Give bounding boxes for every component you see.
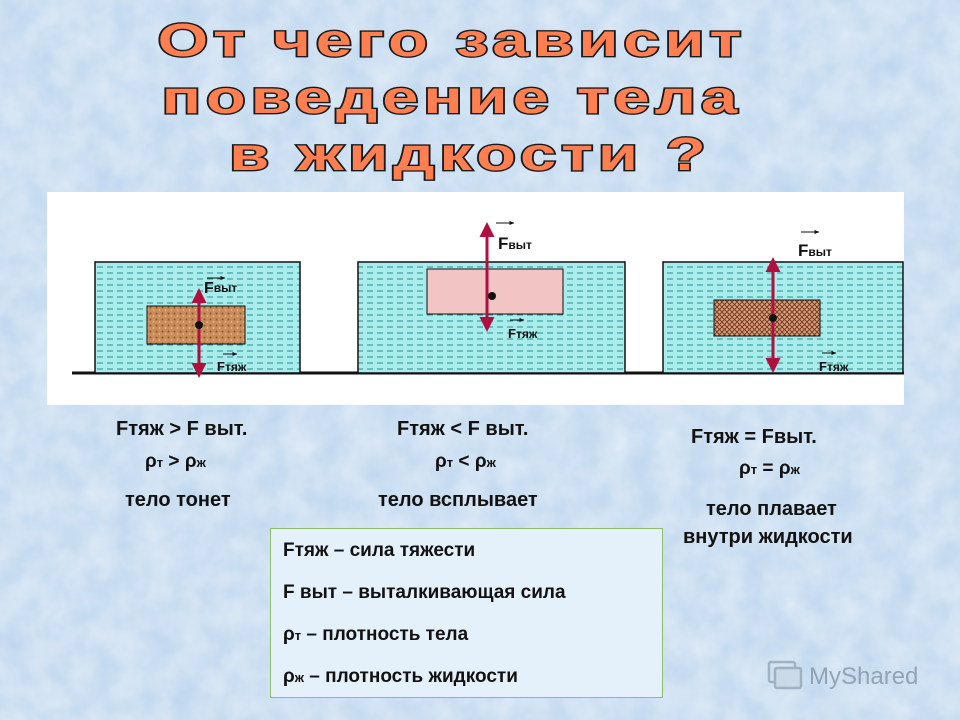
case-3-force-relation: Fтяж = Fвыт. — [691, 426, 817, 448]
label-f-vyt-3: Fвыт — [798, 241, 832, 260]
page-title: От чего зависит поведение тела в жидкост… — [156, 13, 747, 182]
title-line-1: От чего зависит — [158, 15, 747, 67]
legend-line-4: ρж – плотность жидкости — [283, 666, 518, 687]
case-2-result: тело всплывает — [378, 489, 538, 511]
center-dot-2 — [488, 292, 496, 300]
vessel-sink — [94, 261, 301, 378]
label-f-tyazh-1: Fтяж — [217, 359, 247, 374]
label-f-vyt-2: Fвыт — [498, 234, 532, 253]
watermark: MyShared — [767, 660, 918, 690]
label-f-tyazh-2: Fтяж — [508, 326, 538, 341]
case-3-result-line-1: тело плавает — [706, 498, 837, 520]
vessel-float-up — [357, 222, 626, 374]
body-float-mid — [713, 299, 821, 337]
case-2-force-relation: Fтяж < F выт. — [397, 418, 529, 440]
title-line-3: в жидкости ? — [229, 129, 710, 181]
center-dot-1 — [195, 321, 203, 329]
watermark-text: MyShared — [809, 663, 918, 690]
case-1-density-relation: ρт > ρж — [145, 451, 206, 472]
legend-line-2: F выт – выталкивающая сила — [283, 582, 566, 603]
vessels-diagram: Fвыт Fтяж Fвыт Fтяж Fвыт Fтяж — [72, 221, 904, 378]
watermark-logo-icon — [767, 660, 803, 690]
legend-line-1: Fтяж – сила тяжести — [283, 540, 476, 561]
title-line-2: поведение тела — [162, 72, 742, 124]
case-1-force-relation: Fтяж > F выт. — [116, 418, 248, 440]
body-float-up — [426, 268, 564, 315]
center-dot-3 — [769, 314, 777, 322]
legend-line-3: ρт – плотность тела — [283, 624, 469, 645]
legend-box: Fтяж – сила тяжести F выт – выталкивающа… — [270, 528, 663, 698]
case-2-density-relation: ρт < ρж — [435, 451, 496, 472]
diagram-panel: Fвыт Fтяж Fвыт Fтяж Fвыт Fтяж — [47, 192, 904, 405]
case-1-result: тело тонет — [125, 489, 231, 511]
label-f-tyazh-3: Fтяж — [819, 359, 849, 374]
label-f-vyt-1: Fвыт — [204, 280, 237, 297]
case-3-density-relation: ρт = ρж — [739, 458, 800, 479]
vessel-float-mid — [662, 257, 904, 374]
case-3-result-line-2: внутри жидкости — [683, 526, 853, 548]
